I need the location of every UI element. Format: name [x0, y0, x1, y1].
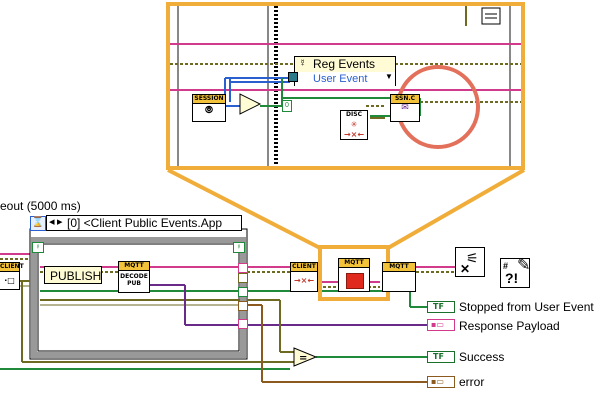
client-left-label: CLIENT	[0, 263, 24, 272]
mqtt-decode-node: MQTT DECODE PUB	[118, 261, 150, 293]
client-mid-icon: →×←	[293, 276, 315, 285]
tunnel-olive	[238, 273, 248, 283]
case-next-arrow[interactable]: ▸	[57, 216, 63, 228]
timeout-label: eout (5000 ms)	[0, 199, 81, 213]
reg-event-terminal	[288, 72, 298, 82]
reg-events-node[interactable]: ☿ Reg Events User Event ▼	[294, 56, 396, 87]
x-mark-icon: ✕	[460, 262, 471, 276]
ssn-node[interactable]: SSN.C ✉	[390, 94, 420, 122]
client-node-mid: CLIENT →×←	[290, 262, 318, 292]
mqtt-decode-label: MQTT	[119, 262, 149, 271]
zoom-connector-left	[167, 168, 321, 250]
tunnel-brown	[238, 301, 248, 311]
mqtt-stop-label: MQTT	[339, 259, 369, 268]
disc-label: DISC	[341, 111, 367, 119]
reg-event-count: 0	[282, 100, 292, 112]
session-label: SESSION	[193, 95, 225, 104]
compare-node	[293, 347, 318, 367]
client-left-icon: ·□	[4, 276, 15, 285]
disc-x-icon: →×←	[343, 130, 365, 139]
payload-indicator-terminal: ▪▭	[427, 319, 455, 331]
ssn-icon: ✉	[401, 103, 409, 113]
error-type-icon: ▪▭	[431, 377, 444, 386]
publish-node: PUBLISH	[44, 266, 102, 284]
zoom-compare-node	[239, 93, 262, 115]
stopped-type: TF	[433, 302, 444, 311]
client-node-left: CLIENT ·□	[0, 262, 24, 290]
ssn-label: SSN.C	[391, 95, 419, 104]
error-handler-node: # ?! ✎	[500, 257, 531, 288]
publish-label: PUBLISH	[50, 269, 102, 283]
mqtt-right-node: MQTT	[382, 262, 416, 292]
reg-events-label: Reg Events	[313, 57, 376, 71]
payload-type-icon: ▪▭	[431, 320, 444, 329]
success-label: Success	[459, 350, 505, 364]
tunnel-green	[238, 287, 248, 297]
close-connection-icon: ⚟ ✕	[455, 247, 485, 277]
user-event-label: User Event	[313, 73, 368, 85]
session-icon: ⦾	[205, 105, 213, 116]
error-indicator-terminal: ▪▭	[427, 376, 455, 388]
event-data-right-terminal: ☿	[233, 242, 245, 253]
mqtt-stop-node[interactable]: MQTT	[338, 258, 370, 292]
zoom-connector-right	[387, 168, 525, 250]
case-prev-arrow[interactable]: ◂	[49, 216, 55, 228]
question-icon: ?!	[505, 270, 519, 286]
timeout-terminal-icon[interactable]: ⌛	[30, 216, 46, 231]
payload-label: Response Payload	[459, 319, 560, 333]
svg-text:=: =	[299, 353, 307, 364]
hash-icon: #	[503, 261, 509, 271]
session-node: SESSION ⦾	[192, 94, 226, 122]
antenna-icon: ⚟	[466, 250, 479, 266]
success-indicator-terminal: TF	[427, 351, 455, 363]
success-type: TF	[433, 352, 444, 361]
dropdown-icon[interactable]: ▼	[385, 72, 393, 81]
error-label: error	[459, 375, 485, 389]
mqtt-right-label: MQTT	[383, 263, 415, 272]
event-data-left-terminal: ☿	[32, 242, 44, 253]
zoom-inset: SESSION ⦾ ☿ Reg Events User Event ▼ 0 DI…	[166, 2, 525, 170]
tunnel-pink	[238, 263, 248, 273]
stop-icon	[346, 273, 364, 289]
disc-node: DISC ✳ →×←	[340, 110, 368, 140]
case-selector-text: [0] <Client Public Events.App	[67, 216, 223, 230]
tunnel-purple	[238, 319, 248, 329]
pencil-icon: ✎	[517, 257, 531, 274]
stopped-indicator-terminal: TF	[427, 301, 455, 313]
client-mid-label: CLIENT	[291, 263, 317, 272]
decode-pub-label: DECODE PUB	[120, 273, 148, 287]
reg-events-icon: ☿	[299, 58, 307, 69]
event-case-selector[interactable]: ◂ ▸ [0] <Client Public Events.App	[46, 215, 242, 231]
stopped-label: Stopped from User Event	[459, 300, 594, 314]
disc-icon: ✳	[350, 120, 358, 129]
